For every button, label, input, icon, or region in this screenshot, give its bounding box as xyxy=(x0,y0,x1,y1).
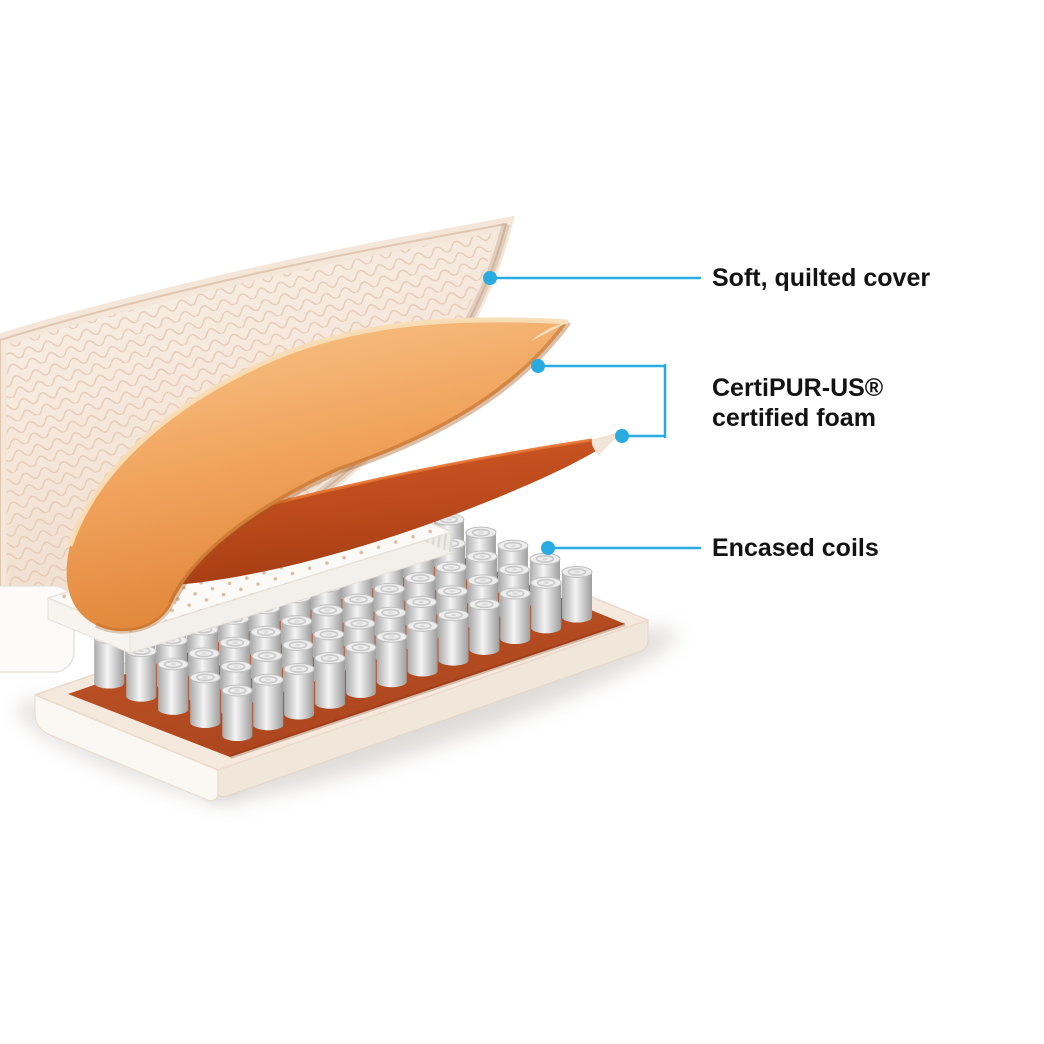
callout-dot-cover xyxy=(483,271,497,285)
base-front-edge-shade xyxy=(229,622,626,759)
callout-cover: Soft, quilted cover xyxy=(483,264,930,292)
orange-foam-tip-underside xyxy=(531,322,568,341)
coil xyxy=(189,671,221,728)
callout-label-foam-line2: certified foam xyxy=(712,404,876,432)
callout-label-cover: Soft, quilted cover xyxy=(712,264,930,292)
callout-label-coils: Encased coils xyxy=(712,534,879,562)
coil xyxy=(125,645,157,702)
coil xyxy=(157,658,189,715)
base-side-front xyxy=(217,619,649,798)
coil xyxy=(221,684,253,742)
callouts: Soft, quilted cover CertiPUR-US® certifi… xyxy=(483,264,930,562)
callout-dot-foam-bottom xyxy=(615,429,629,443)
coil xyxy=(345,641,377,698)
orange-foam-top-edge xyxy=(67,317,569,547)
orange-foam-curl-shade xyxy=(94,601,175,634)
red-foam-tip-underside xyxy=(591,432,622,455)
callout-label-foam-line1: CertiPUR-US® xyxy=(712,374,884,402)
coil xyxy=(314,652,346,709)
coil xyxy=(530,576,562,634)
coil xyxy=(561,566,593,623)
orange-foam-sheet xyxy=(66,319,569,632)
callout-foam: CertiPUR-US® certified foam xyxy=(531,359,884,443)
orange-foam-layer xyxy=(66,317,571,634)
coil xyxy=(376,630,408,688)
coil xyxy=(407,619,439,677)
orange-foam-bottom-shade xyxy=(168,319,571,605)
callout-dot-coils xyxy=(541,541,555,555)
coil xyxy=(499,587,531,645)
coil xyxy=(283,662,315,720)
coil xyxy=(468,598,500,655)
callout-dot-foam-top xyxy=(531,359,545,373)
coil xyxy=(437,609,469,666)
coil xyxy=(252,673,284,731)
callout-coils: Encased coils xyxy=(541,534,879,562)
